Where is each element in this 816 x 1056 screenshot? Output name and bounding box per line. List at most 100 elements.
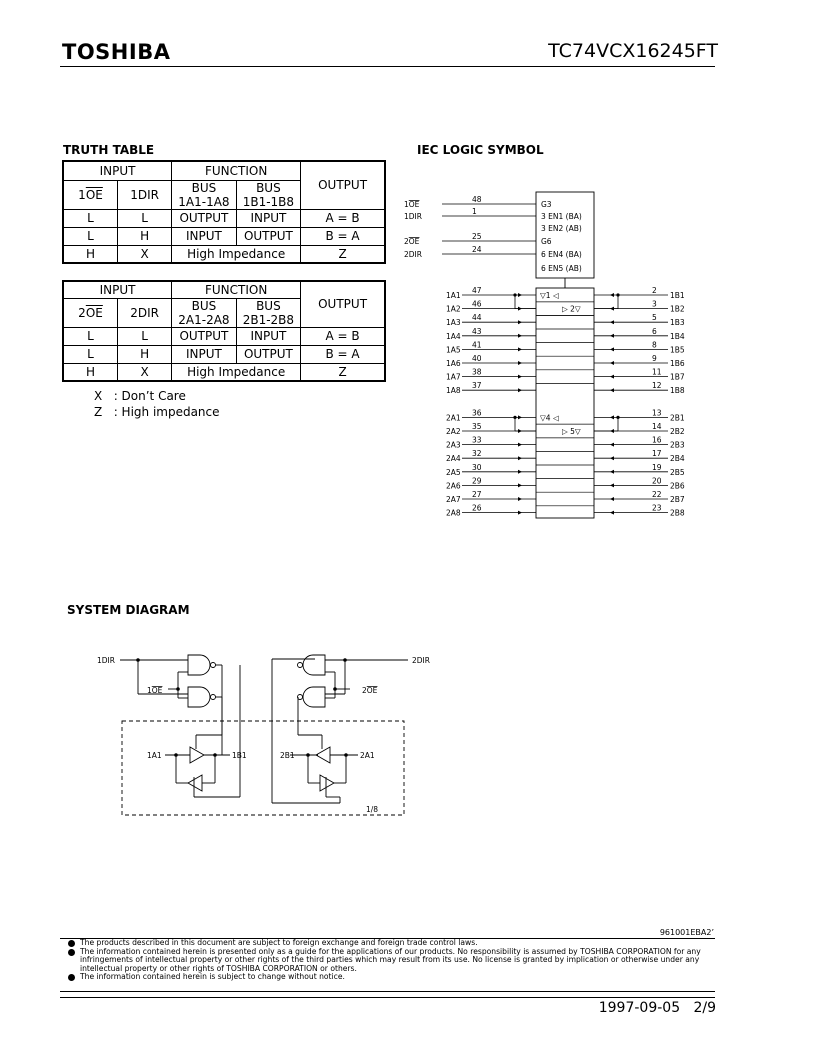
svg-text:2A2: 2A2 (446, 427, 461, 436)
svg-text:2B4: 2B4 (670, 454, 685, 463)
cell: X (117, 362, 173, 382)
cell: B = A (300, 344, 386, 364)
document-number: 961001EBA2’ (659, 928, 714, 937)
system-diagram-title: SYSTEM DIAGRAM (67, 603, 190, 617)
svg-text:20: 20 (652, 476, 662, 485)
control-pin: 1 (472, 207, 477, 216)
svg-text:2A3: 2A3 (446, 441, 461, 450)
cell: X (117, 244, 173, 264)
header-input: INPUT (62, 280, 173, 299)
svg-text:1B5: 1B5 (670, 345, 685, 354)
notice-line: The products described in this document … (60, 938, 715, 948)
svg-text:30: 30 (472, 463, 482, 472)
svg-text:1A1: 1A1 (446, 291, 461, 300)
control-label: 3 EN1 (BA) (541, 212, 582, 221)
cell: INPUT (235, 326, 302, 346)
control-label: 6 EN5 (AB) (541, 264, 582, 273)
cell: L (62, 344, 119, 364)
header-dir: 1DIR (117, 179, 173, 210)
svg-text:12: 12 (652, 381, 662, 390)
cell: INPUT (171, 344, 237, 364)
control-label: G6 (541, 237, 552, 246)
label-1dir: 1DIR (97, 656, 115, 665)
control-input-name: 1OE (404, 200, 420, 209)
control-pin: 48 (472, 195, 482, 204)
header-oe: 2OE (62, 297, 119, 328)
table-row: L L OUTPUT INPUT A = B (62, 208, 386, 228)
svg-text:2B3: 2B3 (670, 441, 685, 450)
cell: L (117, 208, 173, 228)
header-output: OUTPUT (300, 160, 386, 210)
svg-text:47: 47 (472, 286, 482, 295)
cell: OUTPUT (235, 344, 302, 364)
date-page: 1997-09-05 2/9 (598, 1000, 716, 1016)
svg-text:6: 6 (652, 327, 657, 336)
cell: OUTPUT (171, 208, 237, 228)
svg-text:35: 35 (472, 422, 482, 431)
header-input: INPUT (62, 160, 173, 181)
table-row: H X High Impedance Z (62, 244, 386, 264)
svg-text:▷ 2▽: ▷ 2▽ (562, 305, 581, 314)
table-row: L L OUTPUT INPUT A = B (62, 326, 386, 346)
svg-text:2A5: 2A5 (446, 468, 461, 477)
cell: OUTPUT (235, 226, 302, 246)
svg-text:1B1: 1B1 (670, 291, 685, 300)
control-label: G3 (541, 200, 552, 209)
svg-text:26: 26 (472, 504, 482, 513)
truth-table-title: TRUTH TABLE (63, 143, 155, 157)
svg-text:2B8: 2B8 (670, 509, 685, 518)
svg-text:2B2: 2B2 (670, 427, 685, 436)
header-oe: 1OE (62, 179, 119, 210)
svg-text:43: 43 (472, 327, 482, 336)
table-row: H X High Impedance Z (62, 362, 386, 382)
iec-pin-row: 2A2 35 14 2B2 (446, 422, 685, 436)
svg-text:1B6: 1B6 (670, 359, 685, 368)
header-rule (60, 66, 715, 67)
svg-text:46: 46 (472, 300, 482, 309)
svg-text:1A3: 1A3 (446, 318, 461, 327)
label-2dir: 2DIR (412, 656, 430, 665)
svg-text:2A6: 2A6 (446, 481, 461, 490)
svg-text:2A8: 2A8 (446, 509, 461, 518)
svg-text:8: 8 (652, 340, 657, 349)
svg-text:▽4 ◁: ▽4 ◁ (540, 413, 559, 422)
svg-text:22: 22 (652, 490, 662, 499)
svg-text:32: 32 (472, 449, 482, 458)
svg-text:1B8: 1B8 (670, 386, 685, 395)
svg-text:▽1 ◁: ▽1 ◁ (540, 291, 559, 300)
svg-text:33: 33 (472, 436, 482, 445)
control-input-name: 1DIR (404, 212, 422, 221)
cell: INPUT (235, 208, 302, 228)
svg-text:2A7: 2A7 (446, 495, 461, 504)
svg-text:1B2: 1B2 (670, 305, 685, 314)
svg-text:41: 41 (472, 340, 482, 349)
svg-text:40: 40 (472, 354, 482, 363)
cell: OUTPUT (171, 326, 237, 346)
svg-text:2B6: 2B6 (670, 481, 685, 490)
svg-text:11: 11 (652, 368, 662, 377)
label-1oe: 1OE (147, 686, 163, 695)
label-2oe: 2OE (362, 686, 378, 695)
cell: B = A (300, 226, 386, 246)
svg-text:38: 38 (472, 368, 482, 377)
svg-text:23: 23 (652, 504, 662, 513)
legend-x: X : Don’t Care (94, 389, 186, 403)
label-2b1: 2B1 (280, 751, 295, 760)
cell: H (62, 362, 119, 382)
footer-rule (60, 997, 715, 998)
table-row: L H INPUT OUTPUT B = A (62, 344, 386, 364)
svg-text:2B7: 2B7 (670, 495, 685, 504)
svg-text:14: 14 (652, 422, 662, 431)
